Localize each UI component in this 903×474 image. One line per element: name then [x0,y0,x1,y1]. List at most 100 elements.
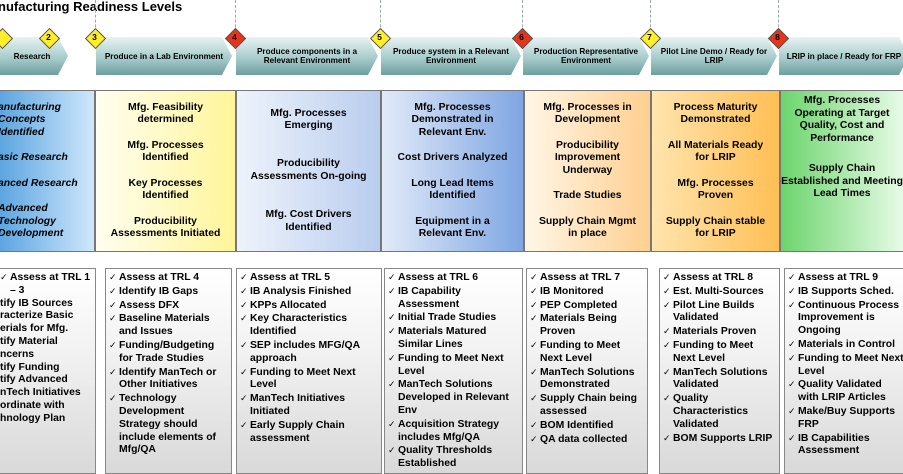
level-separator [235,0,236,42]
checklist-item: Make/Buy Supports FRP [788,405,903,432]
checklist-item: BOM Supports LRIP [663,432,776,446]
checklist-box: Assess at TRL 4Identify IB GapsAssess DF… [105,268,232,474]
checklist-box: Assess at TRL 8Est. Multi-SourcesPilot L… [659,268,780,474]
checklist: Assess at TRL 9IB Supports Sched.Continu… [788,271,903,458]
checklist-item: ManTech Initiatives Initiated [240,392,378,419]
phase-label: Produce system in a Relevant Environment [392,47,510,65]
checklist-item: Identify ManTech or Other Initiatives [109,366,228,393]
checklist-item: Funding to Meet Next Level [388,352,519,379]
checklist: Assess at TRL 6IB Capability AssessmentI… [388,271,519,471]
phase-label: Production Representative Environment [533,47,639,65]
level-separator [522,0,523,42]
checklist-item: Initial Trade Studies [388,311,519,325]
checklist-item: Funding to Meet Next Level [240,366,378,393]
checklist-item: Identify IB Gaps [109,285,228,299]
checklist-item: racterize Basic [0,310,74,322]
phase-arrow: Production Representative Environment [523,37,649,75]
level-separator [95,0,96,42]
phase-arrow: Produce in a Lab Environment [96,37,232,75]
phase-arrow: Produce components in a Relevant Environ… [236,37,378,75]
checklist-item: tify IB Sources [0,297,73,309]
checklist-item: Quality Thresholds Established [388,444,519,471]
checklist-item: ncerns [0,348,35,360]
checklist-item: IB Supports Sched. [788,285,903,299]
checklist-item: Assess at TRL 7 [530,271,644,285]
checklist-item: IB Analysis Finished [240,285,378,299]
level-marker: 2 [40,29,57,46]
phase-label: Pilot Line Demo / Ready for LRIP [660,47,768,65]
checklist-item: Assess at TRL 5 [240,271,378,285]
checklist-item: Assess at TRL 6 [388,271,519,285]
checklist-item: Quality Validated with LRIP Articles [788,378,903,405]
phase-label: Produce in a Lab Environment [104,51,224,61]
checklist-item: Technology Development Strategy should i… [109,392,228,457]
checklist-item: hnology Plan [0,412,66,424]
stage-text: Trade Studies [553,190,622,201]
checklist-item: tify Funding [0,361,60,373]
checklist-item: Supply Chain being assessed [530,392,644,419]
checklist-item: ManTech Solutions Demonstrated [530,366,644,393]
level-marker [0,29,10,46]
checklist-item: Funding to Meet Next Level [788,352,903,379]
checklist-item: IB Capability Assessment [388,285,519,312]
checklist-item: nTech Initiatives [0,387,81,399]
checklist-item: ordinate with [0,399,65,411]
checklist-item: PEP Completed [530,299,644,313]
checklist-item: Est. Multi-Sources [663,285,776,299]
level-marker: 8 [769,29,786,46]
phase-arrow: Research [0,37,68,75]
phase-label: Produce components in a Relevant Environ… [256,47,358,65]
checklist-item: Materials in Control [788,338,903,352]
level-separator [650,0,651,42]
stage-text: asic Research [0,152,68,163]
stage-text: Cost Drivers Analyzed [397,152,508,163]
checklist-item: tify Advanced [0,374,68,386]
checklist-item: Funding to Meet Next Level [663,339,776,366]
phase-arrow: Pilot Line Demo / Ready for LRIP [651,37,777,75]
level-marker: 3 [86,29,103,46]
phase-arrow: LRIP in place / Ready for FRP [779,37,903,75]
level-marker: 5 [371,29,388,46]
phase-label: LRIP in place / Ready for FRP [786,51,902,61]
checklist-item: SEP includes MFG/QA approach [240,339,378,366]
checklist-item: Materials Being Proven [530,312,644,339]
checklist: Assess at TRL 5IB Analysis FinishedKPPs … [240,271,378,445]
checklist: Assess at TRL 8Est. Multi-SourcesPilot L… [663,271,776,445]
checklist-box: Assess at TRL 6IB Capability AssessmentI… [384,268,523,474]
checklist-item: ManTech Solutions Validated [663,366,776,393]
checklist-item: QA data collected [530,433,644,447]
checklist-item: tify Material [0,335,58,347]
checklist-item: Quality Characteristics Validated [663,392,776,431]
checklist-item: Materials Matured Similar Lines [388,325,519,352]
checklist-item: Pilot Line Builds Validated [663,299,776,326]
level-separator [778,0,779,42]
checklist-item: erials for Mfg. [0,323,69,335]
checklist-item: BOM Identified [530,419,644,433]
checklist: Assess at TRL 7IB MonitoredPEP Completed… [530,271,644,446]
level-separator [380,0,381,42]
checklist-item: Early Supply Chain assessment [240,419,378,446]
stage-text: anced Research [0,177,78,189]
checklist-item: Funding to Meet Next Level [530,339,644,366]
